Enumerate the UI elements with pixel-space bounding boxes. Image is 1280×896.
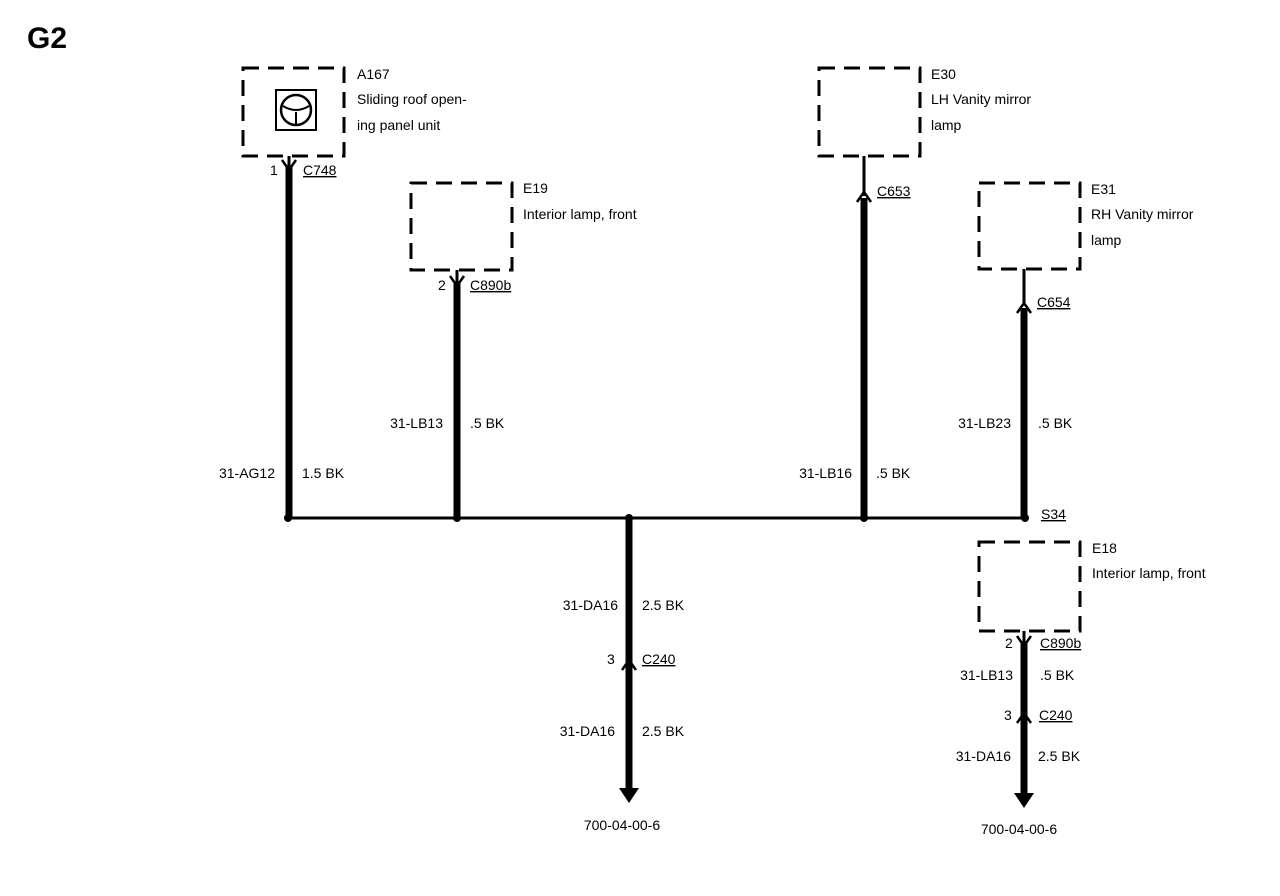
splice-dot-s34 xyxy=(1021,514,1029,522)
ground-arrow-right xyxy=(1014,793,1034,808)
wire-31-da16-right-circuit: 31-DA16 xyxy=(956,748,1011,764)
component-e31-desc-line2: lamp xyxy=(1091,232,1122,248)
component-e30-desc-line2: lamp xyxy=(931,117,962,133)
component-e18: E18 Interior lamp, front xyxy=(977,540,1206,633)
component-e30-box xyxy=(817,66,922,158)
connector-c748-symbol xyxy=(280,159,298,173)
connector-c653-name: C653 xyxy=(877,183,911,199)
component-e31-box xyxy=(977,181,1082,271)
connector-c890b-top-symbol xyxy=(448,275,466,289)
component-e30-id: E30 xyxy=(931,66,956,82)
wire-31-ag12-spec: 1.5 BK xyxy=(302,465,345,481)
wire-31-lb23-spec: .5 BK xyxy=(1038,415,1073,431)
connector-c240-center-symbol xyxy=(620,657,638,671)
splice-dot-ag12 xyxy=(284,514,292,522)
connector-c890b-top-pin: 2 xyxy=(438,277,446,293)
wire-31-da16-center-lower-circuit: 31-DA16 xyxy=(560,723,615,739)
wire-31-da16-center-lower-spec: 2.5 BK xyxy=(642,723,685,739)
connector-c654-symbol xyxy=(1015,300,1033,314)
splice-dot-lb16 xyxy=(860,514,868,522)
component-a167-box xyxy=(241,66,346,158)
component-a167-desc-line2: ing panel unit xyxy=(357,117,440,133)
wire-31-lb13-top-circuit: 31-LB13 xyxy=(390,415,443,431)
connector-c240-right-name: C240 xyxy=(1039,707,1073,723)
connector-c890b-right-name: C890b xyxy=(1040,635,1081,651)
connector-c240-right-pin: 3 xyxy=(1004,707,1012,723)
component-e30-desc-line1: LH Vanity mirror xyxy=(931,91,1031,107)
component-a167: A167 Sliding roof open- ing panel unit xyxy=(241,66,467,158)
component-e31-id: E31 xyxy=(1091,181,1116,197)
ground-reference-center: 700-04-00-6 xyxy=(584,817,660,833)
splice-s34-name: S34 xyxy=(1041,506,1066,522)
connector-c654-name: C654 xyxy=(1037,294,1071,310)
component-e18-desc-line1: Interior lamp, front xyxy=(1092,565,1206,581)
connector-c890b-right-pin: 2 xyxy=(1005,635,1013,651)
component-e19-desc-line1: Interior lamp, front xyxy=(523,206,637,222)
connector-c890b-top-name: C890b xyxy=(470,277,511,293)
wire-31-da16-center-upper-spec: 2.5 BK xyxy=(642,597,685,613)
component-e18-box xyxy=(977,540,1082,633)
wire-31-lb13-right-spec: .5 BK xyxy=(1040,667,1075,683)
component-e31: E31 RH Vanity mirror lamp xyxy=(977,181,1194,271)
splice-dot-lb13 xyxy=(453,514,461,522)
connector-c748-pin: 1 xyxy=(270,162,278,178)
component-e30: E30 LH Vanity mirror lamp xyxy=(817,66,1031,158)
wire-31-da16-right-spec: 2.5 BK xyxy=(1038,748,1081,764)
connector-c748-name: C748 xyxy=(303,162,337,178)
wire-31-lb16-spec: .5 BK xyxy=(876,465,911,481)
page-title: G2 xyxy=(27,22,67,55)
connector-c240-right-symbol xyxy=(1015,710,1033,724)
wire-31-lb16-circuit: 31-LB16 xyxy=(799,465,852,481)
ground-reference-right: 700-04-00-6 xyxy=(981,821,1057,837)
splice-dot-center xyxy=(625,514,633,522)
ground-arrow-center xyxy=(619,788,639,803)
component-e19-box xyxy=(409,181,514,272)
connector-c653-symbol xyxy=(855,189,873,203)
component-e18-id: E18 xyxy=(1092,540,1117,556)
connector-c240-center-name: C240 xyxy=(642,651,676,667)
wire-31-da16-center-upper-circuit: 31-DA16 xyxy=(563,597,618,613)
component-a167-id: A167 xyxy=(357,66,390,82)
connector-c890b-right-symbol xyxy=(1015,635,1033,649)
wire-31-ag12-circuit: 31-AG12 xyxy=(219,465,275,481)
component-a167-desc-line1: Sliding roof open- xyxy=(357,91,467,107)
component-e19: E19 Interior lamp, front xyxy=(409,180,637,272)
component-e31-desc-line1: RH Vanity mirror xyxy=(1091,206,1194,222)
wire-31-lb23-circuit: 31-LB23 xyxy=(958,415,1011,431)
wire-31-lb13-right-circuit: 31-LB13 xyxy=(960,667,1013,683)
wire-31-lb13-top-spec: .5 BK xyxy=(470,415,505,431)
steering-wheel-icon xyxy=(275,89,317,131)
component-e19-id: E19 xyxy=(523,180,548,196)
connector-c240-center-pin: 3 xyxy=(607,651,615,667)
